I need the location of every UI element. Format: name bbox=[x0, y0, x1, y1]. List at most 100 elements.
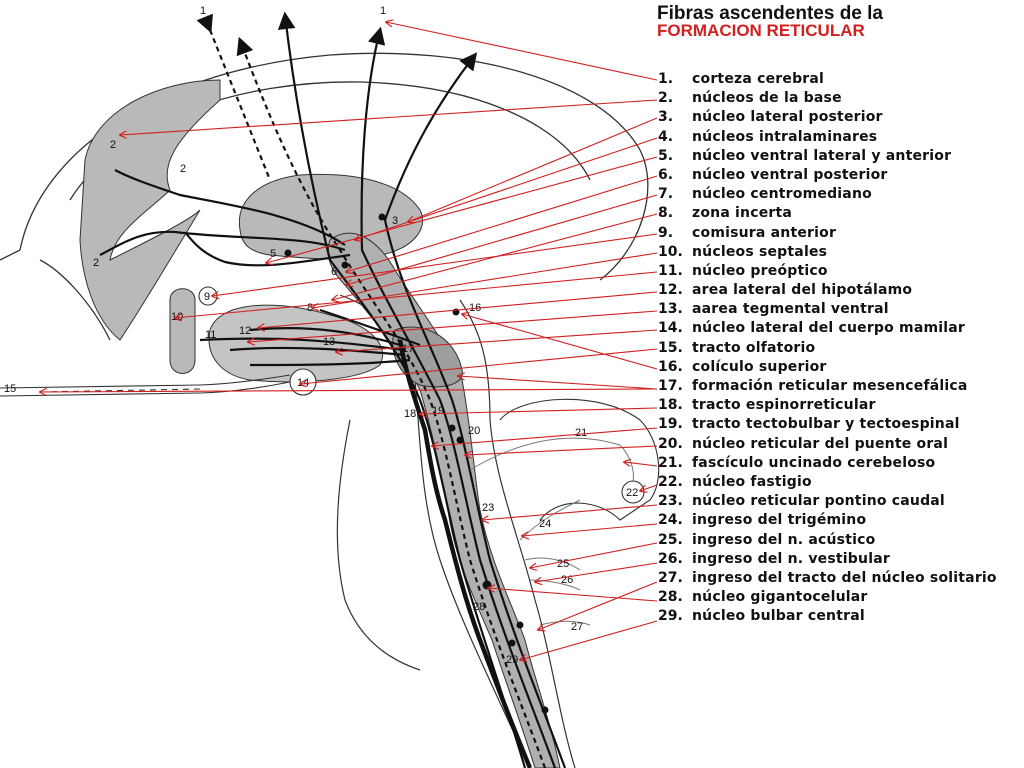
ascending-fibers bbox=[99, 11, 567, 768]
pointer-23 bbox=[482, 504, 658, 520]
legend-item-number: 1. bbox=[658, 71, 674, 87]
pointer-27 bbox=[538, 581, 658, 630]
legend-item-number: 24. bbox=[658, 512, 683, 529]
legend-item-number: 29. bbox=[658, 608, 683, 625]
legend-item-label: tracto espinorreticular bbox=[692, 397, 876, 414]
legend-item-label: fascículo uncinado cerebeloso bbox=[692, 454, 936, 471]
legend-item-label: aarea tegmental ventral bbox=[692, 301, 889, 318]
fig-label-13: 13 bbox=[323, 336, 335, 348]
pointer-3 bbox=[408, 117, 658, 222]
legend-item-label: núcleo preóptico bbox=[692, 262, 828, 279]
legend-item: 17. formación reticular mesencefálica bbox=[658, 377, 997, 396]
legend-item-label: formación reticular mesencefálica bbox=[692, 378, 968, 394]
legend-item: 29. núcleo bulbar central bbox=[658, 607, 997, 626]
legend-item-label: núcleos intralaminares bbox=[692, 128, 878, 145]
legend-item: 22. núcleo fastigio bbox=[658, 473, 997, 492]
fig-label-29: 29 bbox=[506, 654, 518, 666]
legend-item: 20.núcleo reticular del puente oral bbox=[658, 435, 997, 454]
legend-item: 1. corteza cerebral bbox=[658, 70, 997, 89]
title-line-1: Fibras ascendentes de la bbox=[657, 3, 883, 24]
legend-item-label: núcleo lateral posterior bbox=[692, 109, 883, 126]
legend-item-label: núcleo reticular pontino caudal bbox=[692, 493, 945, 510]
legend-item-label: núcleo fastigio bbox=[692, 473, 812, 490]
legend-item-number: 13. bbox=[658, 301, 683, 318]
legend-item: 4.núcleos intralaminares bbox=[658, 128, 997, 147]
legend-item: 11. núcleo preóptico bbox=[658, 262, 997, 281]
pointer-19 bbox=[432, 427, 658, 446]
legend-item-label: corteza cerebral bbox=[692, 71, 825, 87]
legend-item: 5.núcleo ventral lateral y anterior bbox=[658, 147, 997, 166]
legend-item-label: núcleo centromediano bbox=[692, 186, 872, 203]
legend-item-number: 20. bbox=[658, 435, 683, 452]
legend-item: 13. aarea tegmental ventral bbox=[658, 300, 997, 319]
fig-label-27: 27 bbox=[571, 621, 583, 633]
pointer-25 bbox=[530, 542, 658, 568]
legend-item: 9.comisura anterior bbox=[658, 224, 997, 243]
pointer-15 bbox=[300, 348, 658, 384]
fig-label-25: 25 bbox=[557, 558, 569, 570]
pointer-16 bbox=[462, 314, 658, 370]
pointer-13 bbox=[248, 310, 658, 342]
legend-item-label: ingreso del n. vestibular bbox=[692, 550, 890, 567]
legend-item-number: 6. bbox=[658, 166, 674, 183]
legend-item-number: 26. bbox=[658, 550, 683, 567]
legend-item-number: 23. bbox=[658, 493, 683, 510]
legend-item-number: 16. bbox=[658, 358, 683, 375]
legend-item-number: 18. bbox=[658, 397, 683, 414]
legend-item: 14. núcleo lateral del cuerpo mamilar bbox=[658, 319, 997, 338]
legend-item-label: ingreso del n. acústico bbox=[692, 531, 876, 548]
legend-item-label: zona incerta bbox=[692, 205, 793, 222]
legend-item-label: núcleo bulbar central bbox=[692, 608, 865, 625]
legend-item: 28.núcleo gigantocelular bbox=[658, 588, 997, 607]
legend-item-number: 2. bbox=[658, 90, 674, 107]
fig-label-2a: 2 bbox=[110, 139, 116, 151]
legend-item-label: colículo superior bbox=[692, 358, 827, 375]
pointer-14 bbox=[336, 329, 658, 352]
legend-item: 24. ingreso del trigémino bbox=[658, 511, 997, 530]
legend-item-number: 11. bbox=[658, 262, 683, 279]
legend-item-label: núcleos septales bbox=[692, 243, 828, 260]
legend-item: 18. tracto espinorreticular bbox=[658, 396, 997, 415]
basal-nuclei-region bbox=[79, 79, 221, 341]
legend-item-number: 22. bbox=[658, 473, 683, 490]
legend-item-number: 8. bbox=[658, 205, 674, 222]
fig-label-17: 17 bbox=[402, 343, 414, 355]
fig-label-1a: 1 bbox=[200, 5, 206, 17]
cerebellum-outline bbox=[499, 398, 660, 521]
pointer-1 bbox=[386, 22, 658, 81]
legend-item: 15.tracto olfatorio bbox=[658, 339, 997, 358]
legend-item-label: núcleo lateral del cuerpo mamilar bbox=[692, 320, 966, 337]
fig-label-3: 3 bbox=[392, 215, 398, 227]
pointer-6 bbox=[346, 175, 658, 272]
pointer-2 bbox=[120, 99, 658, 135]
legend-item-number: 7. bbox=[658, 186, 674, 203]
legend-item-number: 9. bbox=[658, 224, 674, 241]
legend-item-label: tracto tectobulbar y tectoespinal bbox=[692, 416, 960, 433]
legend-item-label: area lateral del hipotálamo bbox=[692, 282, 913, 299]
legend-item-number: 15. bbox=[658, 339, 683, 356]
legend-item-number: 19. bbox=[658, 416, 683, 433]
fig-label-18: 18 bbox=[404, 408, 416, 420]
legend-item-label: núcleo ventral posterior bbox=[692, 166, 888, 183]
pointer-17 bbox=[40, 389, 658, 392]
legend-item-number: 17. bbox=[658, 378, 683, 394]
pointer-29 bbox=[520, 620, 658, 660]
legend-item: 6. núcleo ventral posterior bbox=[658, 166, 997, 185]
legend-item-number: 14. bbox=[658, 320, 683, 337]
fig-label-2c: 2 bbox=[93, 257, 99, 269]
pointer-26 bbox=[535, 562, 658, 582]
legend-item-label: ingreso del trigémino bbox=[692, 512, 867, 529]
pointer-10 bbox=[312, 252, 658, 308]
fig-label-2b: 2 bbox=[180, 163, 186, 175]
legend-item-label: ingreso del tracto del núcleo solitario bbox=[692, 569, 997, 586]
legend-item: 8. zona incerta bbox=[658, 204, 997, 223]
legend-item: 26. ingreso del n. vestibular bbox=[658, 550, 997, 569]
fig-label-5: 5 bbox=[270, 248, 276, 260]
fig-label-8: 8 bbox=[307, 302, 313, 314]
legend-item-label: núcleo gigantocelular bbox=[692, 589, 868, 606]
legend-item-label: núcleo ventral lateral y anterior bbox=[692, 147, 952, 164]
pointer-17b bbox=[458, 376, 658, 390]
red-pointers bbox=[40, 22, 658, 660]
